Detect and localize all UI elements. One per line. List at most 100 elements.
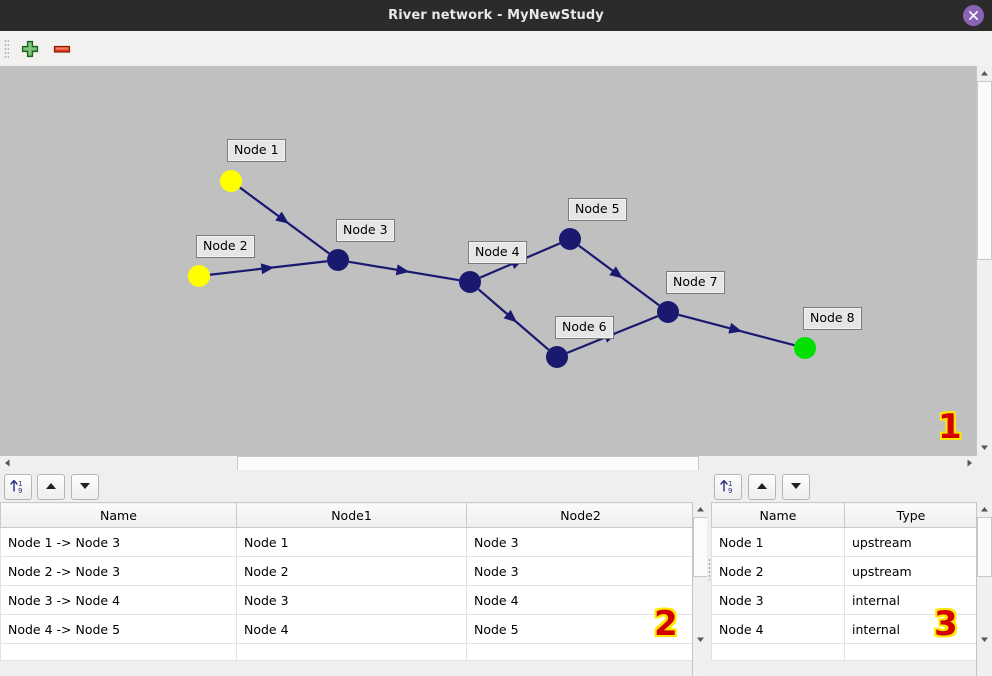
node-label-node-5[interactable]: Node 5 xyxy=(568,198,627,221)
toolbar-drag-handle[interactable] xyxy=(4,39,9,59)
svg-text:9: 9 xyxy=(728,487,732,495)
scroll-up-arrow-icon[interactable] xyxy=(977,66,992,81)
nodes-sort-button[interactable]: 1 9 xyxy=(714,474,742,500)
links-cell[interactable]: Node 1 xyxy=(236,527,467,557)
links-cell[interactable]: Node 4 xyxy=(466,585,695,615)
scroll-right-arrow-icon[interactable] xyxy=(962,456,977,470)
graph-horizontal-scrollbar[interactable] xyxy=(0,455,977,471)
graph-node-node-2[interactable] xyxy=(188,265,210,287)
graph-hscroll-thumb[interactable] xyxy=(237,456,699,471)
node-label-node-6[interactable]: Node 6 xyxy=(555,316,614,339)
graph-node-node-6[interactable] xyxy=(546,346,568,368)
nodes-column-header-name[interactable]: Name xyxy=(711,502,845,528)
links-cell[interactable]: Node 4 xyxy=(236,614,467,644)
links-cell[interactable]: Node 1 -> Node 3 xyxy=(0,527,237,557)
nodes-move-up-button[interactable] xyxy=(748,474,776,500)
nodes-cell[interactable]: upstream xyxy=(844,527,978,557)
links-scroll-up-arrow-icon[interactable] xyxy=(693,502,708,517)
nodes-cell[interactable]: Node 4 xyxy=(711,614,845,644)
links-cell[interactable]: Node 5 xyxy=(466,614,695,644)
links-move-down-button[interactable] xyxy=(71,474,99,500)
node-label-node-3[interactable]: Node 3 xyxy=(336,219,395,242)
graph-node-node-1[interactable] xyxy=(220,170,242,192)
links-column-header-node2[interactable]: Node2 xyxy=(466,502,695,528)
nodes-cell[interactable]: Node 2 xyxy=(711,556,845,586)
links-cell[interactable]: Node 3 xyxy=(236,585,467,615)
links-cell-empty[interactable] xyxy=(466,643,695,661)
links-column-header-node1[interactable]: Node1 xyxy=(236,502,467,528)
links-cell[interactable]: Node 4 -> Node 5 xyxy=(0,614,237,644)
links-vscroll-thumb[interactable] xyxy=(693,517,708,577)
graph-vscroll-thumb[interactable] xyxy=(977,81,992,260)
links-cell[interactable]: Node 3 -> Node 4 xyxy=(0,585,237,615)
nodes-vscroll-thumb[interactable] xyxy=(977,517,992,577)
node-label-node-8[interactable]: Node 8 xyxy=(803,307,862,330)
node-label-node-4[interactable]: Node 4 xyxy=(468,241,527,264)
links-panel-toolbar: 1 9 xyxy=(0,470,707,502)
graph-node-node-5[interactable] xyxy=(559,228,581,250)
links-cell-empty[interactable] xyxy=(236,643,467,661)
links-cell[interactable]: Node 3 xyxy=(466,556,695,586)
nodes-scroll-up-arrow-icon[interactable] xyxy=(977,502,992,517)
river-network-graph xyxy=(188,170,816,368)
nodes-column-header-type[interactable]: Type xyxy=(844,502,978,528)
scroll-left-arrow-icon[interactable] xyxy=(0,456,15,470)
close-icon[interactable] xyxy=(963,5,984,26)
green-plus-icon[interactable] xyxy=(19,38,41,60)
links-cell[interactable]: Node 2 -> Node 3 xyxy=(0,556,237,586)
nodes-cell[interactable]: Node 3 xyxy=(711,585,845,615)
links-column-header-name[interactable]: Name xyxy=(0,502,237,528)
graph-edge-arrow xyxy=(260,263,275,275)
links-cell[interactable]: Node 3 xyxy=(466,527,695,557)
svg-text:9: 9 xyxy=(18,487,22,495)
window-titlebar: River network - MyNewStudy xyxy=(0,0,992,32)
links-move-up-button[interactable] xyxy=(37,474,65,500)
links-table-vertical-scrollbar[interactable] xyxy=(692,502,708,676)
graph-vertical-scrollbar[interactable] xyxy=(976,66,992,455)
svg-text:1: 1 xyxy=(728,480,732,488)
nodes-table-row-empty[interactable] xyxy=(711,643,978,661)
red-minus-icon[interactable] xyxy=(51,38,73,60)
node-label-node-2[interactable]: Node 2 xyxy=(196,235,255,258)
links-table-row-empty[interactable] xyxy=(0,643,695,661)
graph-node-node-8[interactable] xyxy=(794,337,816,359)
scroll-down-arrow-icon[interactable] xyxy=(977,440,992,455)
bottom-pane-divider[interactable] xyxy=(707,470,711,676)
node-label-node-7[interactable]: Node 7 xyxy=(666,271,725,294)
links-sort-button[interactable]: 1 9 xyxy=(4,474,32,500)
links-cell-empty[interactable] xyxy=(0,643,237,661)
node-label-node-1[interactable]: Node 1 xyxy=(227,139,286,162)
graph-node-node-4[interactable] xyxy=(459,271,481,293)
nodes-cell-empty[interactable] xyxy=(844,643,978,661)
nodes-cell[interactable]: internal xyxy=(844,614,978,644)
graph-edge-arrow xyxy=(395,264,410,276)
river-network-canvas[interactable]: Node 1 Node 2 Node 3 Node 4 Node 5 Node 6 Node… xyxy=(0,66,992,455)
nodes-move-down-button[interactable] xyxy=(782,474,810,500)
links-cell[interactable]: Node 2 xyxy=(236,556,467,586)
nodes-cell[interactable]: internal xyxy=(844,585,978,615)
nodes-cell[interactable]: upstream xyxy=(844,556,978,586)
nodes-scroll-down-arrow-icon[interactable] xyxy=(977,632,992,647)
nodes-cell[interactable]: Node 1 xyxy=(711,527,845,557)
nodes-table-vertical-scrollbar[interactable] xyxy=(976,502,992,676)
nodes-cell-empty[interactable] xyxy=(711,643,845,661)
graph-node-node-7[interactable] xyxy=(657,301,679,323)
links-scroll-down-arrow-icon[interactable] xyxy=(693,632,708,647)
nodes-panel-toolbar: 1 9 xyxy=(711,470,992,502)
graph-node-node-3[interactable] xyxy=(327,249,349,271)
